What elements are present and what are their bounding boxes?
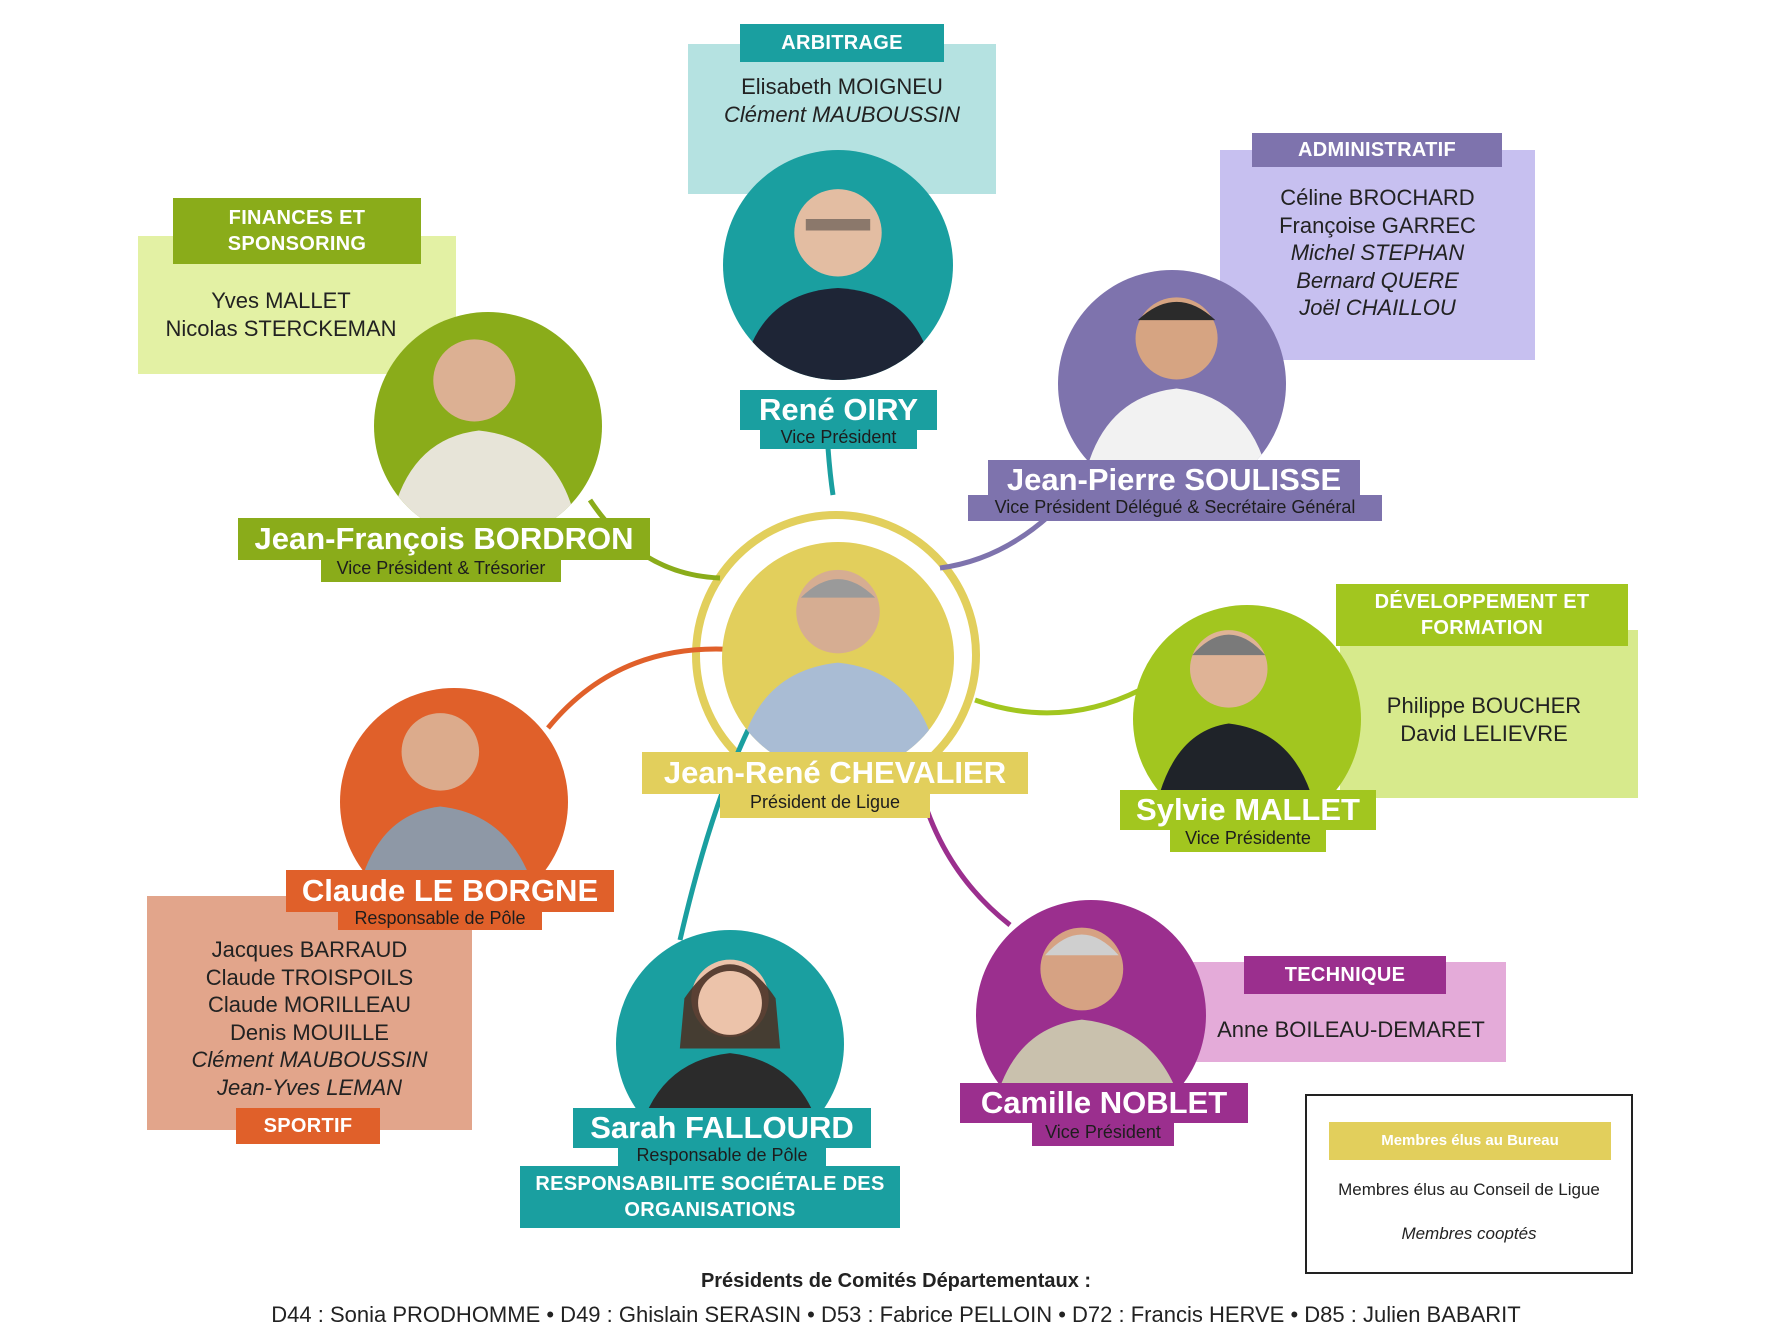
administratif-members: Céline BROCHARD Françoise GARREC Michel …: [1220, 184, 1535, 322]
member-name: Philippe BOUCHER: [1386, 693, 1582, 718]
sportif-members: Jacques BARRAUD Claude TROISPOILS Claude…: [147, 936, 472, 1101]
photo-jean-rene-chevalier: [722, 542, 954, 774]
member-name: Claude MORILLEAU: [208, 992, 411, 1017]
link-fallourd: [677, 728, 751, 941]
developpement-box: [1340, 630, 1638, 798]
coopted-member-name: Bernard QUERE: [1296, 267, 1459, 293]
coopted-member-name: Clément MAUBOUSSIN: [191, 1047, 428, 1072]
legend-bureau: Membres élus au Bureau: [1329, 1122, 1611, 1160]
member-name: Denis MOUILLE: [230, 1019, 389, 1045]
link-noblet: [915, 779, 1012, 927]
link-leborgne: [546, 646, 741, 730]
role-camille-noblet: Vice Président: [1032, 1120, 1174, 1146]
legend-coopted: Membres cooptés: [1401, 1224, 1537, 1243]
sportif-box: [147, 896, 472, 1130]
member-name: Yves MALLET: [211, 288, 351, 313]
photo-rene-oiry: [723, 150, 953, 380]
role-sylvie-mallet: Vice Présidente: [1170, 826, 1326, 852]
coopted-member-name: Jean-Yves LEMAN: [216, 1074, 403, 1100]
member-name: Anne BOILEAU-DEMARET: [1217, 1017, 1485, 1042]
coopted-member-name: Michel STEPHAN: [1290, 240, 1465, 265]
photo-jean-francois-bordron: [374, 312, 602, 540]
role-jean-rene-chevalier: Président de Ligue: [720, 790, 930, 818]
member-name: Françoise GARREC: [1279, 212, 1476, 238]
name-jean-pierre-soulisse: Jean-Pierre SOULISSE: [988, 460, 1360, 500]
coopted-member-name: Joël CHAILLOU: [1299, 295, 1456, 320]
role-claude-le-borgne: Responsable de Pôle: [338, 906, 542, 930]
arbitrage-members: Elisabeth MOIGNEU Clément MAUBOUSSIN: [688, 73, 996, 128]
link-soulisse: [939, 513, 1052, 571]
technique-tag: TECHNIQUE: [1244, 956, 1446, 994]
member-name: Claude TROISPOILS: [205, 964, 414, 990]
name-rene-oiry: René OIRY: [740, 390, 937, 430]
coopted-member-name: Clément MAUBOUSSIN: [724, 101, 960, 127]
technique-members: Anne BOILEAU-DEMARET: [1188, 1016, 1514, 1044]
name-jean-francois-bordron: Jean-François BORDRON: [238, 518, 650, 560]
name-jean-rene-chevalier: Jean-René CHEVALIER: [642, 752, 1028, 794]
finances-members: Yves MALLET Nicolas STERCKEMAN: [138, 287, 424, 342]
footer-committee-list: D44 : Sonia PRODHOMME • D49 : Ghislain S…: [271, 1302, 1521, 1327]
name-claude-le-borgne: Claude LE BORGNE: [286, 870, 614, 912]
arbitrage-tag: ARBITRAGE: [740, 24, 944, 62]
role-jean-pierre-soulisse: Vice Président Délégué & Secrétaire Géné…: [968, 495, 1382, 521]
member-name: Jacques BARRAUD: [211, 937, 408, 962]
role-sarah-fallourd: Responsable de Pôle: [618, 1143, 826, 1167]
name-sarah-fallourd: Sarah FALLOURD: [573, 1108, 871, 1148]
link-oiry: [825, 447, 836, 496]
member-name: Elisabeth MOIGNEU: [741, 74, 943, 99]
role-rene-oiry: Vice Président: [760, 425, 917, 449]
footer-title: Présidents de Comités Départementaux :: [700, 1270, 1092, 1292]
link-mallet: [974, 687, 1142, 716]
administratif-box: [1220, 150, 1535, 360]
legend-conseil: Membres élus au Conseil de Ligue: [1338, 1180, 1600, 1199]
name-camille-noblet: Camille NOBLET: [960, 1083, 1248, 1123]
legend: Membres élus au Bureau Membres élus au C…: [1305, 1094, 1633, 1274]
developpement-members: Philippe BOUCHER David LELIEVRE: [1355, 692, 1613, 747]
sportif-tag: SPORTIF: [236, 1108, 380, 1144]
member-name: Céline BROCHARD: [1280, 185, 1475, 210]
member-name: David LELIEVRE: [1400, 720, 1568, 746]
role-jean-francois-bordron: Vice Président & Trésorier: [321, 556, 561, 582]
name-sylvie-mallet: Sylvie MALLET: [1120, 790, 1376, 830]
administratif-tag: ADMINISTRATIF: [1252, 133, 1502, 167]
member-name: Nicolas STERCKEMAN: [165, 315, 397, 341]
